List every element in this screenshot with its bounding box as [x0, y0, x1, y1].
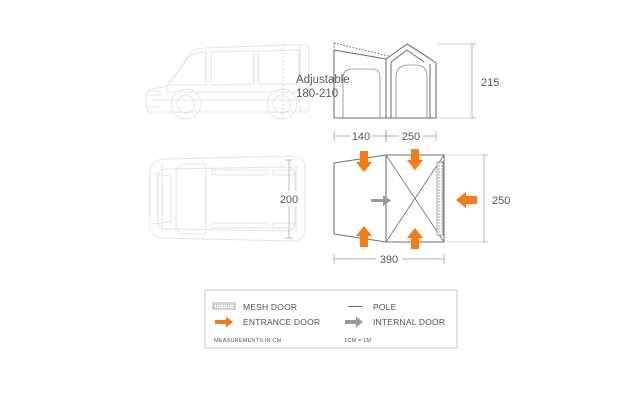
awning-doorway-arches: [342, 64, 428, 118]
legend-item-entrance-door: ENTRANCE DOOR: [215, 316, 320, 328]
awning-height-dimension-label: 215: [481, 77, 499, 89]
legend-label-pole: POLE: [373, 302, 397, 312]
van-dim-label-bg: [276, 191, 302, 206]
entrance-door-arrow-icon: [356, 226, 372, 247]
awning-plan-depth-dimension: [446, 154, 488, 243]
legend-item-mesh-door: MESH DOOR: [212, 302, 297, 312]
entrance-door-arrow-icon: [407, 228, 423, 249]
mesh-door-panel: [436, 161, 444, 236]
legend-note-measurements: MEASUREMENTS IN CM: [214, 338, 282, 344]
awning-plan-width-label: 390: [380, 254, 398, 266]
plan-width-label-bg: [376, 252, 402, 266]
van-adjustable-label-line2: 180-210: [296, 88, 338, 100]
dim-140-bg: [350, 129, 372, 143]
dim-250-bg: [399, 129, 423, 143]
van-adjustable-label-line1: Adjustable: [296, 74, 350, 86]
internal-door-arrow-icon: [371, 195, 391, 206]
entrance-door-arrow-icon: [407, 149, 423, 170]
awning-adjustable-roof-dashed: [333, 42, 390, 57]
entrance-door-arrow-icon: [215, 316, 233, 328]
legend-label-entrance-door: ENTRANCE DOOR: [243, 317, 320, 327]
van-width-dimension-label: 200: [280, 194, 298, 206]
entrance-door-arrow-icon: [356, 151, 372, 172]
legend-note-scale: 1CM = 1M: [344, 338, 371, 344]
legend-panel-border: [204, 289, 458, 349]
awning-height-dimension: [437, 43, 476, 119]
awning-plan-cross-bracing: [385, 154, 445, 243]
mesh-door-icon: [212, 302, 236, 310]
van-top-view: [149, 155, 306, 242]
awning-width-dimension-140: 140: [352, 131, 370, 143]
internal-door-arrow-icon: [345, 316, 363, 328]
legend-label-mesh-door: MESH DOOR: [243, 302, 297, 312]
entrance-door-arrows: [354, 149, 477, 249]
van-side-view: [145, 44, 310, 120]
awning-width-dimension-250: 250: [402, 131, 420, 143]
awning-height-label-bg: [478, 74, 502, 88]
legend-label-internal-door: INTERNAL DOOR: [373, 317, 445, 327]
entrance-door-arrow-icon: [456, 192, 477, 208]
legend-item-internal-door: INTERNAL DOOR: [345, 316, 445, 328]
awning-plan-depth-label: 250: [492, 195, 510, 207]
legend-item-pole: POLE: [348, 302, 397, 312]
awning-side-elevation-outline: [333, 43, 437, 119]
plan-depth-label-bg: [490, 192, 516, 206]
